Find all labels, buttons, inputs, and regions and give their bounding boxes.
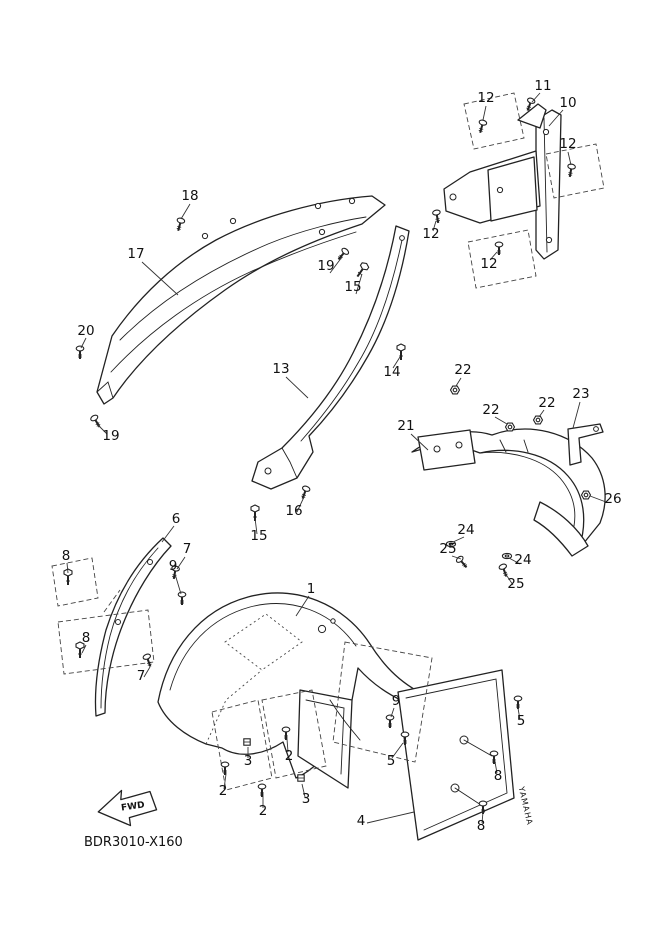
clip-icon [243, 738, 251, 746]
screw-icon [334, 246, 351, 263]
callout-7: 7 [137, 668, 146, 684]
callout-24: 24 [514, 552, 531, 568]
brand-decal: YAMAHA [516, 785, 534, 827]
callout-12: 12 [480, 256, 497, 272]
callout-5: 5 [517, 713, 526, 729]
rear-fender-part-21 [411, 428, 606, 557]
screw-icon [177, 591, 187, 606]
callout-4: 4 [357, 813, 366, 829]
callout-12: 12 [559, 136, 576, 152]
washer-icon [501, 552, 513, 560]
callout-5: 5 [387, 753, 396, 769]
callout-16: 16 [285, 503, 302, 519]
screw-icon [565, 162, 577, 179]
callout-2: 2 [259, 803, 268, 819]
diagram-code: BDR3010-X160 [84, 835, 183, 850]
callout-15: 15 [250, 528, 267, 544]
nut-icon [504, 422, 516, 432]
screw-icon [257, 783, 267, 798]
callout-22: 22 [454, 362, 471, 378]
side-cowl-part-17 [96, 195, 386, 405]
callout-2: 2 [285, 748, 294, 764]
side-plate-part-4 [397, 669, 515, 841]
bolt-icon [396, 343, 406, 361]
callout-8: 8 [477, 818, 486, 834]
screw-icon [431, 208, 443, 225]
callout-8: 8 [62, 548, 71, 564]
screw-icon [88, 412, 104, 430]
nut-icon [532, 415, 544, 425]
screw-icon [141, 652, 155, 669]
callout-9: 9 [392, 693, 401, 709]
callout-20: 20 [77, 323, 94, 339]
callout-7: 7 [183, 541, 192, 557]
callout-19: 19 [102, 428, 119, 444]
callout-26: 26 [604, 491, 621, 507]
callout-3: 3 [244, 753, 253, 769]
fwd-arrow: FWD [97, 789, 158, 827]
callout-17: 17 [127, 246, 144, 262]
callout-13: 13 [272, 361, 289, 377]
callout-18: 18 [181, 188, 198, 204]
callout-10: 10 [559, 95, 576, 111]
stay-bracket-part-10 [443, 103, 562, 260]
screw-icon [385, 714, 395, 729]
screw-icon [513, 695, 523, 710]
stay-part-23 [567, 423, 604, 466]
callout-22: 22 [482, 402, 499, 418]
callout-15: 15 [344, 279, 361, 295]
screw-icon [475, 118, 489, 135]
callout-8: 8 [494, 768, 503, 784]
callout-1: 1 [307, 581, 316, 597]
callout-22: 22 [538, 395, 555, 411]
callout-12: 12 [422, 226, 439, 242]
callout-labels: 18 17 19 15 11 12 10 12 12 12 20 19 13 1… [62, 78, 622, 834]
callout-24: 24 [457, 522, 474, 538]
callout-9: 9 [169, 558, 178, 574]
screw-icon [298, 484, 312, 501]
callout-23: 23 [572, 386, 589, 402]
screw-icon [454, 554, 471, 571]
center-panel-part-13 [251, 225, 410, 490]
callout-25: 25 [439, 541, 456, 557]
callout-21: 21 [397, 418, 414, 434]
nut-icon [580, 490, 592, 500]
callout-8: 8 [82, 630, 91, 646]
callout-12: 12 [477, 90, 494, 106]
front-fender-part-1 [157, 592, 433, 789]
screw-icon [173, 216, 187, 233]
nut-icon [449, 385, 461, 395]
callout-11: 11 [534, 78, 551, 94]
side-blade-part-6 [94, 537, 172, 717]
callout-6: 6 [172, 511, 181, 527]
callout-25: 25 [507, 576, 524, 592]
bolt-icon [353, 260, 371, 280]
svg-text:YAMAHA: YAMAHA [516, 785, 534, 827]
callout-3: 3 [302, 791, 311, 807]
callout-19: 19 [317, 258, 334, 274]
leader-lines [66, 92, 607, 824]
screw-icon [75, 345, 85, 360]
clip-icon [297, 774, 305, 782]
callout-14: 14 [383, 364, 400, 380]
callout-2: 2 [219, 783, 228, 799]
fwd-label: FWD [121, 800, 146, 813]
